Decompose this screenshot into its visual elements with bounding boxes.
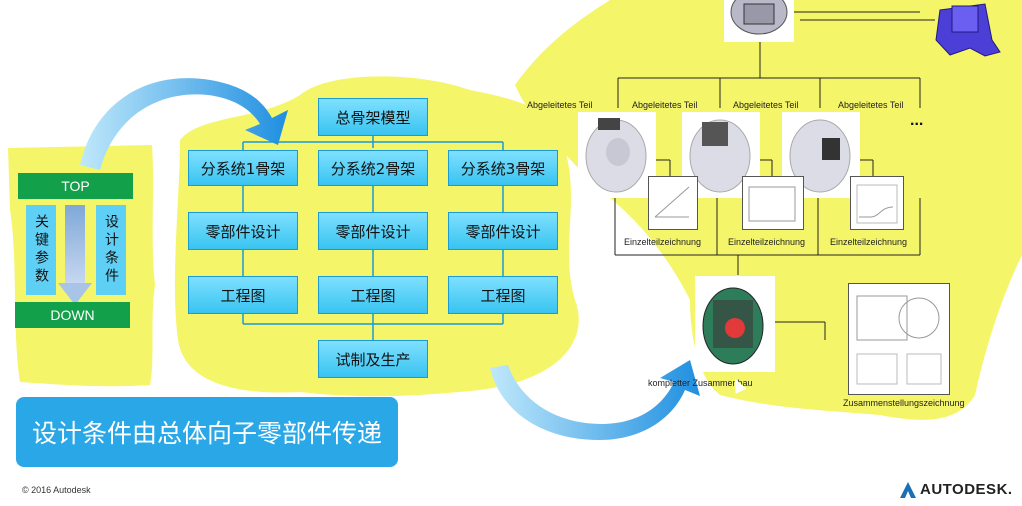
- down-arrow-shaft: [65, 205, 85, 285]
- drawing-2-box: 工程图: [318, 276, 428, 314]
- assembly-drawing-label: Zusammenstellungszeichnung: [843, 398, 965, 408]
- detail-drawing-1: [648, 176, 698, 230]
- curved-arrow-top: [80, 78, 288, 170]
- flow-connectors: [242, 136, 504, 340]
- drawing-3-box: 工程图: [448, 276, 558, 314]
- part-design-3-box: 零部件设计: [448, 212, 558, 250]
- derived-part-label-3: Abgeleitetes Teil: [733, 100, 799, 110]
- detail-drawing-label-1: Einzelteilzeichnung: [624, 237, 702, 247]
- copyright: © 2016 Autodesk: [22, 485, 91, 495]
- complete-assembly-image: [695, 276, 775, 372]
- banner: 设计条件由总体向子零部件传递: [16, 397, 398, 467]
- down-label: DOWN: [15, 302, 130, 328]
- top-label: TOP: [18, 173, 133, 199]
- derived-part-image-1: [578, 112, 656, 198]
- detail-drawing-3: [850, 176, 904, 230]
- design-conditions-label: 设计条件: [96, 205, 126, 295]
- master-skeleton-box: 总骨架模型: [318, 98, 428, 136]
- assembly-drawing: [848, 283, 950, 395]
- autodesk-logo-icon: [898, 480, 918, 500]
- master-model-image: [724, 0, 794, 42]
- key-params-label: 关键参数: [26, 205, 56, 295]
- part-design-2-box: 零部件设计: [318, 212, 428, 250]
- production-box: 试制及生产: [318, 340, 428, 378]
- curved-arrow-bottom: [490, 360, 700, 440]
- derived-part-label-1: Abgeleitetes Teil: [527, 100, 593, 110]
- subsystem-3-box: 分系统3骨架: [448, 150, 558, 186]
- autodesk-brand: AUTODESK.: [920, 481, 1013, 498]
- detail-drawing-label-2: Einzelteilzeichnung: [728, 237, 806, 247]
- down-arrow-head: [58, 283, 92, 305]
- part-design-1-box: 零部件设计: [188, 212, 298, 250]
- more-indicator: ...: [910, 112, 924, 129]
- assembly-model-image: [930, 0, 1002, 60]
- right-connectors: [614, 11, 935, 340]
- drawing-1-box: 工程图: [188, 276, 298, 314]
- subsystem-2-box: 分系统2骨架: [318, 150, 428, 186]
- complete-assembly-label: kompletter Zusammenbau: [648, 378, 753, 388]
- detail-drawing-label-3: Einzelteilzeichnung: [830, 237, 908, 247]
- derived-part-label-2: Abgeleitetes Teil: [632, 100, 698, 110]
- detail-drawing-2: [742, 176, 804, 230]
- derived-part-label-4: Abgeleitetes Teil: [838, 100, 904, 110]
- subsystem-1-box: 分系统1骨架: [188, 150, 298, 186]
